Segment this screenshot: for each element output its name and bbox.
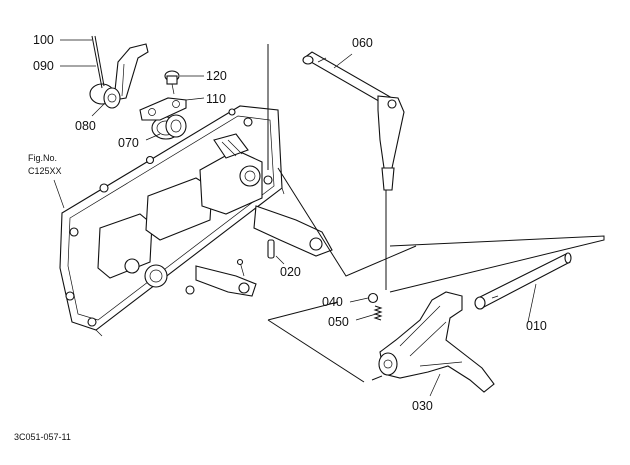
leader-lines: [60, 39, 537, 397]
pin-020: [267, 239, 275, 259]
assembly-frame-lines: [53, 44, 605, 383]
figure-reference: Fig.No. C125XX: [28, 153, 62, 176]
callout-090: 090: [33, 59, 54, 73]
plate-110: [139, 97, 187, 121]
figure-ref-line1: Fig.No.: [28, 153, 57, 163]
callout-labels: 100 090 080 120 110 070 060 020 040 050 …: [33, 33, 547, 413]
gearcase-housing: [59, 105, 333, 337]
callout-030: 030: [412, 399, 433, 413]
drawing-code: 3C051-057-11: [14, 432, 71, 442]
figure-ref-line2: C125XX: [28, 166, 62, 176]
callout-120: 120: [206, 69, 227, 83]
shift-rod-010: [474, 252, 572, 310]
shift-rod-060: [302, 51, 405, 290]
callout-110: 110: [206, 92, 226, 106]
callout-060: 060: [352, 36, 373, 50]
oil-seal-070: [151, 114, 187, 140]
callout-020: 020: [280, 265, 301, 279]
callout-050: 050: [328, 315, 349, 329]
ball-040: [367, 292, 379, 304]
callout-100: 100: [33, 33, 54, 47]
shift-fork-030: [378, 291, 495, 393]
callout-010: 010: [526, 319, 547, 333]
bolt-120: [164, 70, 180, 95]
spring-050: [373, 305, 383, 321]
callout-080: 080: [75, 119, 96, 133]
callout-040: 040: [322, 295, 343, 309]
callout-070: 070: [118, 136, 139, 150]
lever-080: [89, 35, 149, 109]
